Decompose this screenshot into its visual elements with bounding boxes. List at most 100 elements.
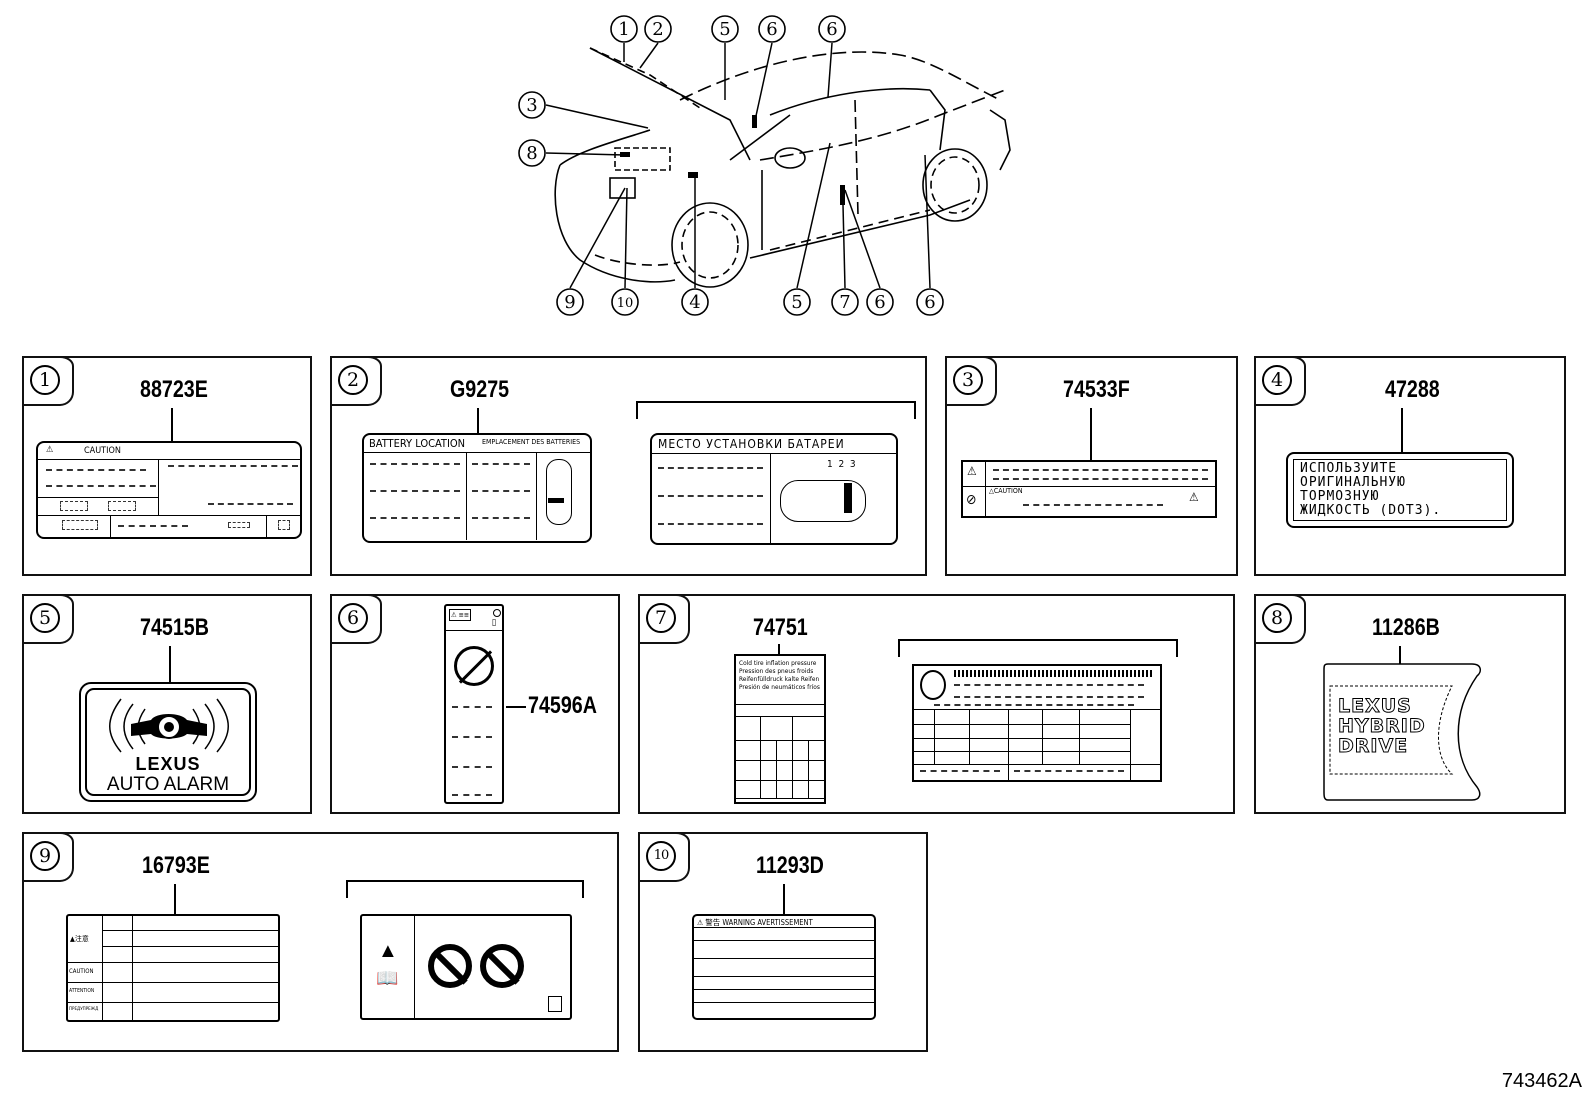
row-label: ATTENTION (69, 988, 95, 994)
tire-pressure-text: Cold tire inflation pressure Pression de… (739, 659, 820, 691)
person-plug-icon: ⚠ (1189, 490, 1199, 504)
car-outline: 1 2 5 6 6 3 8 9 10 4 5 7 6 6 (518, 15, 1011, 316)
no-child-seat-icon (454, 646, 494, 686)
figure-id: 743462A (1501, 1070, 1582, 1092)
part-number[interactable]: 11293D (756, 852, 824, 879)
callout-5: 5 (719, 19, 730, 40)
callout-6: 6 (826, 19, 837, 40)
leader-line (1399, 646, 1401, 666)
part-number[interactable]: 74533F (1063, 376, 1130, 403)
panel-index: 9 (30, 841, 60, 871)
brake-fluid-label: ИСПОЛЬЗУИТЕ ОРИГИНАЛЬНУЮ ТОРМОЗНУЮ ЖИДКО… (1286, 452, 1514, 528)
part-number[interactable]: 74596A (528, 692, 597, 719)
lexus-logo-text: LEXUS (135, 754, 201, 774)
panel-index-tab: 10 (638, 832, 690, 882)
panel-index: 5 (30, 603, 60, 633)
warning-label: ⚠ 警告 WARNING AVERTISSEMENT (692, 914, 876, 1020)
part-number[interactable]: 74515B (140, 614, 209, 641)
auto-alarm-label: LEXUS AUTO ALARM (79, 682, 257, 802)
battery-location-label-en-fr: BATTERY LOCATION EMPLACEMENT DES BATTERI… (362, 433, 592, 543)
panel-6: 6 ⚠ ≡≡ ▯ 74596A (330, 594, 620, 814)
hybrid-drive-text: LEXUS HYBRID DRIVE (1338, 695, 1426, 757)
row-label: CAUTION (69, 968, 94, 975)
label-header-fr: EMPLACEMENT DES BATTERIES (482, 438, 581, 446)
panel-4: 4 47288 ИСПОЛЬЗУИТЕ ОРИГИНАЛЬНУЮ ТОРМОЗН… (1254, 356, 1566, 576)
warning-triangle-icon: ⚠ (46, 445, 54, 455)
label-header: ⚠ 警告 WARNING AVERTISSEMENT (697, 918, 813, 927)
panel-index-tab: 8 (1254, 594, 1306, 644)
callout-4: 4 (689, 292, 700, 313)
no-open-cap-icon (480, 944, 524, 988)
alternate-label-bracket (636, 401, 916, 419)
part-number[interactable]: G9275 (450, 376, 510, 403)
leader-line (174, 884, 176, 916)
part-number[interactable]: 74751 (753, 614, 808, 641)
part-number[interactable]: 11286B (1372, 614, 1440, 641)
panel-index: 8 (1262, 603, 1292, 633)
callout-1: 1 (618, 19, 629, 40)
no-flame-icon: ⊘ (966, 492, 977, 508)
airbag-warning-label: ⚠ ≡≡ ▯ (444, 604, 504, 804)
row-label: ПРЕДУПРЕЖД (69, 1007, 99, 1012)
panel-index-tab: 6 (330, 594, 382, 644)
no-open-cap-icon (428, 944, 472, 988)
label-header-en: BATTERY LOCATION (369, 437, 466, 450)
warning-triangle-icon: ⚠ (967, 464, 977, 478)
car-top-view-icon (780, 480, 866, 522)
brake-fluid-text: ИСПОЛЬЗУИТЕ ОРИГИНАЛЬНУЮ ТОРМОЗНУЮ ЖИДКО… (1300, 461, 1442, 518)
panel-index: 10 (646, 841, 676, 871)
caution-text: △CAUTION (989, 487, 1023, 495)
part-number[interactable]: 88723E (140, 376, 208, 403)
panel-index-tab: 1 (22, 356, 74, 406)
leader-line (783, 884, 785, 914)
leader-line (778, 644, 780, 656)
car-top-view-icon (546, 459, 572, 525)
callout-2: 2 (652, 19, 663, 40)
part-number[interactable]: 16793E (142, 852, 210, 879)
panel-index: 7 (646, 603, 676, 633)
callout-7: 7 (839, 292, 850, 313)
alarm-waves-icon (109, 698, 229, 753)
panel-8: 8 11286B LEXUS HYBRID DRIVE (1254, 594, 1566, 814)
panel-5: 5 74515B LEXUS AUTO ALARM (22, 594, 312, 814)
label-header-ru: МЕСТО УСТАНОВКИ БАТАРЕИ (658, 437, 845, 451)
leader-line (171, 408, 173, 448)
battery-marker (548, 498, 564, 503)
manual-book-icon: ▯ (492, 618, 497, 628)
caution-label-drawing: ⚠ △CAUTION ⊘ ⚠ (961, 460, 1217, 518)
leader-line (477, 408, 479, 436)
auto-alarm-text: AUTO ALARM (106, 774, 230, 795)
callout-8: 8 (526, 143, 537, 164)
panel-index-tab: 4 (1254, 356, 1306, 406)
alternate-label-bracket (898, 639, 1178, 657)
pictogram-label: ▲ 📖 (360, 914, 572, 1020)
circle-icon (493, 609, 501, 617)
callout-6: 6 (766, 19, 777, 40)
panel-index: 1 (30, 365, 60, 395)
hybrid-drive-emblem (1323, 663, 1482, 801)
part-number[interactable]: 47288 (1385, 376, 1440, 403)
battery-location-label-ru: МЕСТО УСТАНОВКИ БАТАРЕИ 1 2 3 (650, 433, 898, 545)
panel-index: 4 (1262, 365, 1292, 395)
label-header: CAUTION (84, 446, 121, 456)
panel-10: 10 11293D ⚠ 警告 WARNING AVERTISSEMENT (638, 832, 928, 1052)
leader-line (506, 706, 526, 708)
panel-7: 7 74751 Cold tire inflation pressure Pre… (638, 594, 1235, 814)
warning-triangle-icon: ▲ (378, 940, 398, 962)
panel-index-tab: 2 (330, 356, 382, 406)
row-label: ▲注意 (70, 935, 89, 943)
tire-info-label (912, 664, 1162, 782)
small-square-marker (548, 996, 562, 1012)
panel-index: 3 (953, 365, 983, 395)
panel-index-tab: 9 (22, 832, 74, 882)
panel-9: 9 16793E ▲注意 CAUTION ATTENTION ПРЕДУПРЕЖ… (22, 832, 619, 1052)
panel-index-tab: 7 (638, 594, 690, 644)
callout-9: 9 (564, 292, 575, 313)
manual-book-icon: 📖 (376, 968, 399, 988)
callout-6: 6 (924, 292, 935, 313)
callout-10: 10 (617, 296, 634, 311)
battery-marker (844, 483, 852, 513)
panel-index: 2 (338, 365, 368, 395)
panel-3: 3 74533F ⚠ △CAUTION ⊘ ⚠ (945, 356, 1238, 576)
alternate-label-bracket (346, 880, 584, 898)
